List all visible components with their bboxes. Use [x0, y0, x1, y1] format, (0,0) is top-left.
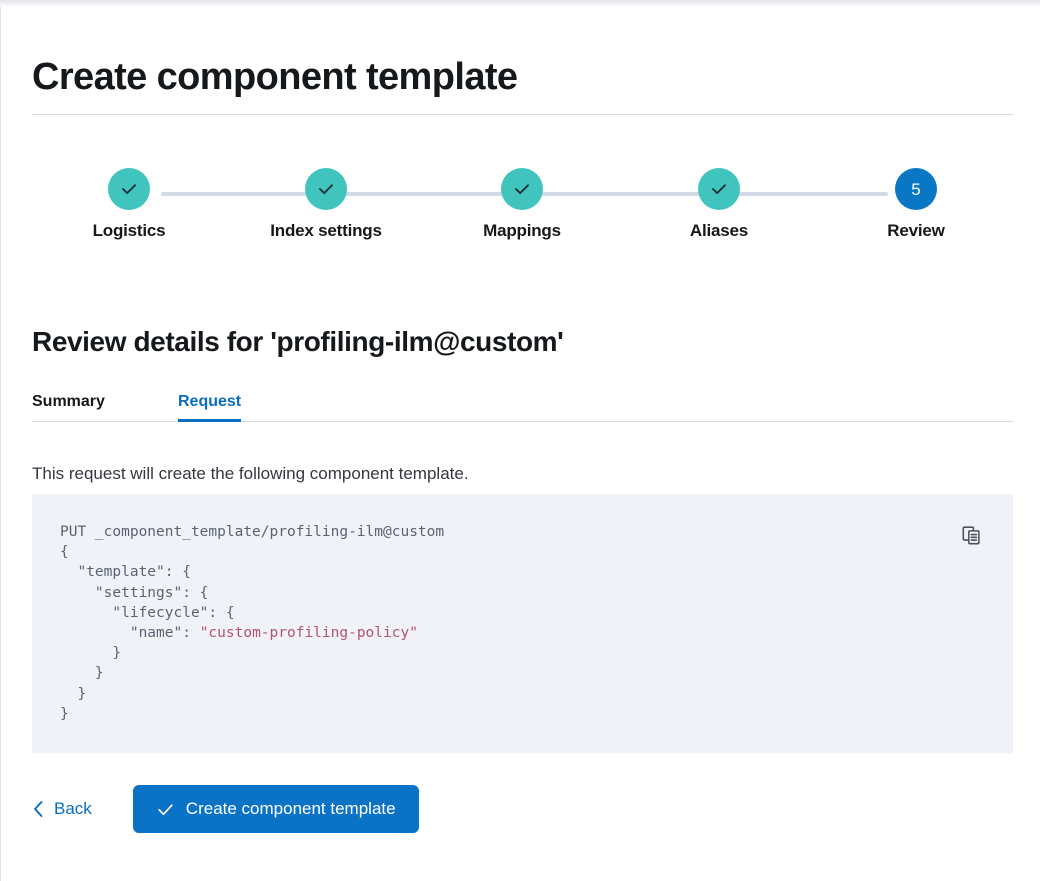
create-button-label: Create component template — [185, 799, 396, 818]
step-mappings-label: Mappings — [483, 221, 561, 240]
step-index-settings-label: Index settings — [270, 221, 382, 240]
wizard-stepper: Logistics Index settings Mappings — [32, 168, 1013, 258]
step-review[interactable]: 5 Review — [826, 168, 1006, 241]
request-code-text: PUT _component_template/profiling-ilm@cu… — [60, 524, 445, 722]
back-button[interactable]: Back — [32, 799, 92, 819]
check-icon — [158, 803, 173, 815]
step-mappings[interactable]: Mappings — [432, 168, 612, 241]
step-logistics-label: Logistics — [92, 221, 166, 240]
wizard-footer-actions: Back Create component template — [32, 784, 419, 834]
step-aliases[interactable]: Aliases — [629, 168, 809, 241]
page-title: Create component template — [32, 56, 518, 99]
tab-summary[interactable]: Summary — [32, 393, 105, 422]
review-tabs: Summary Request — [32, 380, 1013, 422]
request-description: This request will create the following c… — [32, 464, 469, 483]
step-mappings-circle[interactable] — [501, 168, 543, 210]
step-review-label: Review — [887, 221, 945, 240]
copy-clipboard-icon — [962, 526, 980, 545]
step-logistics[interactable]: Logistics — [39, 168, 219, 241]
step-aliases-label: Aliases — [689, 221, 749, 240]
step-index-settings-circle[interactable] — [305, 168, 347, 210]
check-icon — [712, 184, 726, 195]
copy-to-clipboard-button[interactable] — [959, 522, 985, 548]
check-icon — [319, 184, 333, 195]
review-heading: Review details for 'profiling-ilm@custom… — [32, 326, 564, 358]
step-review-number: 5 — [911, 179, 921, 199]
step-index-settings[interactable]: Index settings — [236, 168, 416, 241]
back-button-label: Back — [54, 799, 92, 818]
tabs-divider — [32, 421, 1013, 422]
step-review-circle[interactable]: 5 — [895, 168, 937, 210]
tab-request[interactable]: Request — [178, 393, 242, 422]
check-icon — [122, 184, 136, 195]
check-icon — [515, 184, 529, 195]
header-divider — [32, 114, 1013, 115]
create-component-template-button[interactable]: Create component template — [132, 785, 419, 833]
request-code-block: PUT _component_template/profiling-ilm@cu… — [32, 494, 1013, 753]
step-logistics-circle[interactable] — [108, 168, 150, 210]
top-chrome-strip — [0, 0, 1040, 7]
step-aliases-circle[interactable] — [698, 168, 740, 210]
left-panel-border — [0, 7, 1, 881]
chevron-left-icon — [34, 801, 43, 817]
